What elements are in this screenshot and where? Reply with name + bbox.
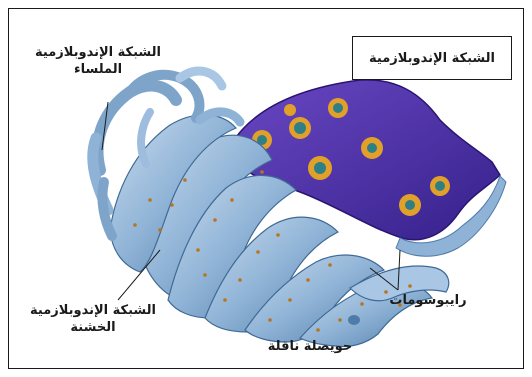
label-rough-er: الشبكة الإندوبلازمية الخشنة	[18, 302, 168, 336]
label-transport-vesicle: حويصلة ناقلة	[250, 338, 370, 355]
diagram-title: الشبكة الإندوبلازمية	[352, 36, 512, 80]
label-smooth-er-line2: الملساء	[28, 61, 168, 78]
label-ribosomes: رايبوسومات	[378, 292, 478, 309]
label-rough-er-line1: الشبكة الإندوبلازمية	[18, 302, 168, 319]
label-smooth-er-line1: الشبكة الإندوبلازمية	[28, 44, 168, 61]
label-smooth-er: الشبكة الإندوبلازمية الملساء	[28, 44, 168, 78]
label-rough-er-line2: الخشنة	[18, 319, 168, 336]
transport-vesicle	[348, 315, 360, 325]
